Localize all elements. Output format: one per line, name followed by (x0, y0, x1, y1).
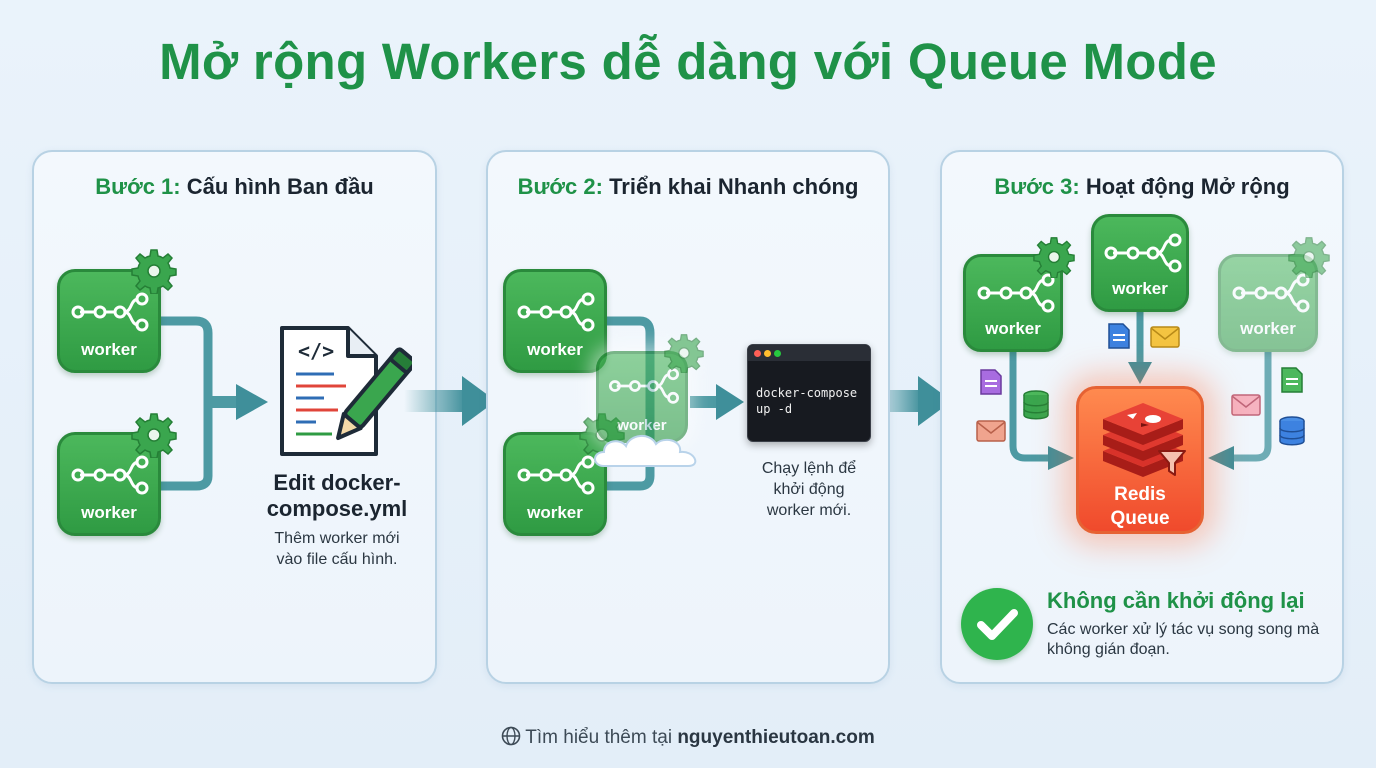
document-icon (980, 369, 1002, 395)
run-command-desc: Chạy lệnh để khởi động worker mới. (736, 458, 882, 521)
step-1-name: Cấu hình Ban đầu (186, 174, 374, 199)
mail-icon (1150, 326, 1180, 348)
worker-node: worker (503, 269, 607, 373)
cloud-icon (594, 435, 697, 467)
worker-node: worker (1091, 214, 1189, 312)
run-command-desc-line3: worker mới. (766, 502, 852, 519)
terminal-titlebar (748, 345, 870, 361)
database-icon (1023, 390, 1049, 420)
globe-icon (501, 726, 521, 746)
redis-logo-icon (1103, 403, 1186, 477)
edit-file-desc-line2: vào file cấu hình. (276, 551, 398, 568)
step-2-name: Triển khai Nhanh chóng (609, 174, 859, 199)
footer: Tìm hiểu thêm tại nguyenthieutoan.com (0, 726, 1376, 749)
step-2-heading: Bước 2: Triển khai Nhanh chóng (488, 174, 888, 200)
footer-prefix: Tìm hiểu thêm tại (525, 727, 678, 748)
worker-label: worker (985, 319, 1041, 338)
worker-label: worker (617, 417, 667, 434)
maximize-dot (774, 350, 781, 357)
edit-file-title-line1: Edit docker- (273, 470, 401, 495)
edit-file-title-line2: compose.yml (266, 496, 408, 521)
edit-file-desc-line1: Thêm worker mới (274, 530, 400, 547)
redis-queue-label: Redis Queue (1079, 483, 1201, 531)
edit-file-icon: </> (280, 326, 412, 456)
step-2-number: Bước 2: (517, 174, 603, 199)
redis-queue: Redis Queue (1076, 386, 1204, 534)
redis-queue-label-line1: Redis (1114, 484, 1166, 505)
worker-label: worker (527, 503, 583, 522)
edit-file-desc: Thêm worker mới vào file cấu hình. (250, 528, 424, 570)
worker-label: worker (527, 340, 583, 359)
step-1-heading: Bước 1: Cấu hình Ban đầu (34, 174, 435, 200)
step-1-number: Bước 1: (95, 174, 181, 199)
mail-icon (976, 420, 1006, 442)
worker-node: worker (503, 432, 607, 536)
worker-label: worker (1240, 319, 1296, 338)
no-restart-title: Không cần khởi động lại (1047, 588, 1305, 613)
checkmark-icon (961, 588, 1033, 660)
worker-label: worker (1112, 279, 1168, 298)
worker-label: worker (81, 340, 137, 359)
gear-icon (1288, 236, 1330, 278)
document-icon (1108, 323, 1130, 349)
code-symbol: </> (298, 339, 334, 363)
run-command-desc-line2: khởi động (773, 481, 845, 498)
footer-site-link[interactable]: nguyenthieutoan.com (677, 727, 875, 748)
step-3-heading: Bước 3: Hoạt động Mở rộng (942, 174, 1342, 200)
step-3-name: Hoạt động Mở rộng (1085, 174, 1290, 199)
no-restart-desc: Các worker xử lý tác vụ song song mà khô… (1047, 621, 1320, 658)
redis-queue-label-line2: Queue (1110, 508, 1170, 529)
edit-file-title: Edit docker- compose.yml (250, 470, 424, 522)
workflow-icon (1103, 231, 1183, 275)
close-dot (754, 350, 761, 357)
gear-icon (1033, 236, 1075, 278)
terminal-window: docker-compose up -d (747, 344, 871, 442)
document-icon (1281, 367, 1303, 393)
database-icon (1279, 416, 1305, 446)
page-title: Mở rộng Workers dễ dàng với Queue Mode (159, 33, 1217, 90)
minimize-dot (764, 350, 771, 357)
worker-label: worker (81, 503, 137, 522)
run-command-desc-line1: Chạy lệnh để (761, 460, 857, 477)
terminal-command: docker-compose up -d (756, 386, 858, 416)
mail-icon (1231, 394, 1261, 416)
step-3-number: Bước 3: (994, 174, 1080, 199)
